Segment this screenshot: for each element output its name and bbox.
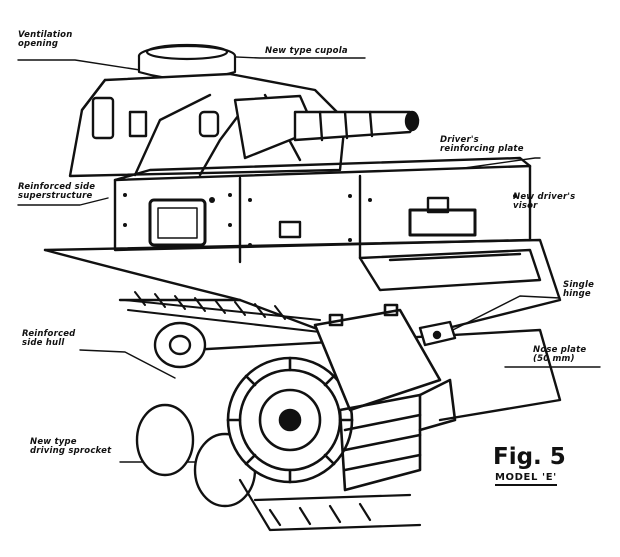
label-driving-sprocket: New type driving sprocket	[30, 438, 111, 456]
label-visor-line1: New driver's	[513, 192, 576, 202]
label-single-hinge: Single hinge	[563, 281, 594, 299]
label-new-type-cupola: New type cupola	[265, 46, 348, 56]
label-ventilation-line1: Ventilation	[18, 30, 73, 40]
label-hinge-line2: hinge	[563, 289, 591, 299]
label-hinge-line1: Single	[563, 280, 595, 290]
rivets	[123, 193, 517, 247]
label-hull-line1: Reinforced	[22, 329, 76, 339]
label-new-drivers-visor: New driver's visor	[513, 193, 575, 211]
label-visor-line2: visor	[513, 201, 538, 211]
label-reinforced-superstructure: Reinforced side superstructure	[18, 183, 95, 201]
label-superstructure-line1: Reinforced side	[18, 182, 96, 192]
label-reinforced-side-hull: Reinforced side hull	[22, 330, 75, 348]
label-nose-line2: (50 mm)	[533, 354, 575, 364]
nose-plate	[313, 303, 457, 492]
single-hinge	[418, 320, 457, 347]
label-sprocket-line1: New type	[30, 437, 77, 447]
label-drivers-plate-line1: Driver's	[440, 135, 479, 145]
cupola	[137, 43, 237, 81]
label-ventilation-opening: Ventilation opening	[18, 31, 72, 49]
label-ventilation-line2: opening	[18, 39, 59, 49]
label-drivers-plate-line2: reinforcing plate	[440, 144, 524, 154]
label-drivers-plate: Driver's reinforcing plate	[440, 136, 524, 154]
label-sprocket-line2: driving sprocket	[30, 446, 112, 456]
label-hull-line2: side hull	[22, 338, 65, 348]
model-label: MODEL 'E'	[495, 472, 557, 486]
figure-number: Fig. 5	[493, 444, 566, 470]
gun-barrel	[293, 110, 420, 142]
label-nose-plate: Nose plate (50 mm)	[533, 346, 586, 364]
turret	[68, 72, 347, 178]
track-links	[124, 291, 321, 333]
label-superstructure-line2: superstructure	[18, 191, 93, 201]
lower-track	[238, 478, 422, 532]
label-nose-line1: Nose plate	[533, 345, 587, 355]
drive-sprocket	[226, 356, 354, 484]
hull	[43, 238, 562, 422]
